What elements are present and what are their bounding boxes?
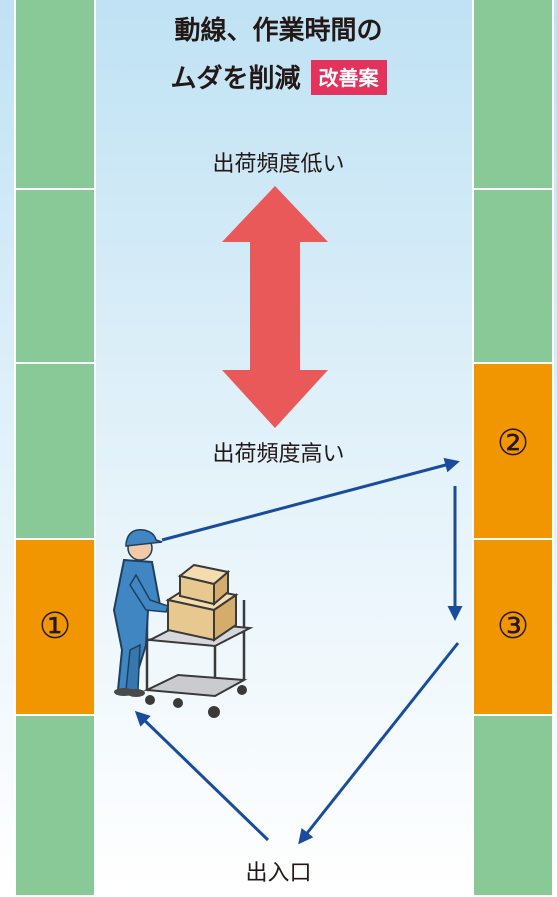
title-line-2-text: ムダを削減	[170, 64, 301, 94]
shelf-marker-3: ③	[496, 606, 530, 647]
low-frequency-label: 出荷頻度低い	[212, 152, 345, 177]
left-shelf-5	[14, 714, 96, 897]
left-shelf-3	[14, 362, 96, 540]
right-shelf-5	[472, 714, 554, 897]
left-shelf-2	[14, 188, 96, 364]
right-shelf-1	[472, 0, 554, 190]
frequency-double-arrow	[222, 186, 328, 428]
route-arrow-from-entrance	[134, 710, 270, 842]
high-frequency-label: 出荷頻度高い	[212, 442, 345, 467]
improvement-badge: 改善案	[310, 60, 387, 95]
left-shelf-high-frequency: ①	[14, 538, 96, 716]
right-shelf-2	[472, 188, 554, 364]
shelf-marker-2: ②	[496, 423, 530, 465]
route-arrow-to-entrance	[298, 642, 460, 845]
shelf-marker-1: ①	[38, 606, 72, 647]
entrance-label: 出入口	[245, 861, 312, 886]
route-arrow-to-shelf-2	[161, 457, 460, 542]
title-line-2: ムダを削減改善案	[0, 58, 557, 95]
right-shelf-high-frequency-2: ②	[472, 362, 554, 540]
title-line-1: 動線、作業時間の	[174, 16, 383, 46]
worker-with-cart-illustration	[112, 529, 254, 718]
left-shelf-1	[14, 0, 96, 190]
